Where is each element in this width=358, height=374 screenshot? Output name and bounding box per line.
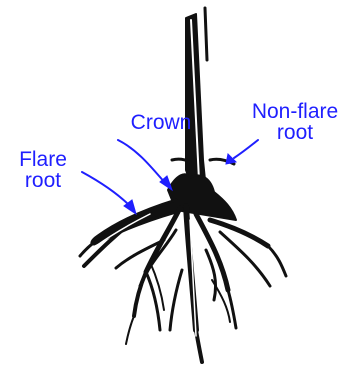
non-flare-root-line1: Non-flare bbox=[232, 101, 358, 122]
flare-root-line1: Flare bbox=[10, 149, 76, 170]
crown-label-text: Crown bbox=[118, 112, 204, 133]
non-flare-root-label: Non-flare root bbox=[232, 101, 358, 143]
crown-leader bbox=[118, 140, 166, 184]
root-drawing bbox=[80, 8, 286, 362]
crown-label: Crown bbox=[118, 112, 204, 133]
stem-tip bbox=[205, 8, 207, 60]
flare-leader bbox=[82, 172, 130, 206]
non-flare-arrowhead bbox=[226, 154, 236, 164]
flare-root-label: Flare root bbox=[10, 149, 76, 191]
non-flare-root-line2: root bbox=[232, 122, 358, 143]
flare-root-line2: root bbox=[10, 170, 76, 191]
